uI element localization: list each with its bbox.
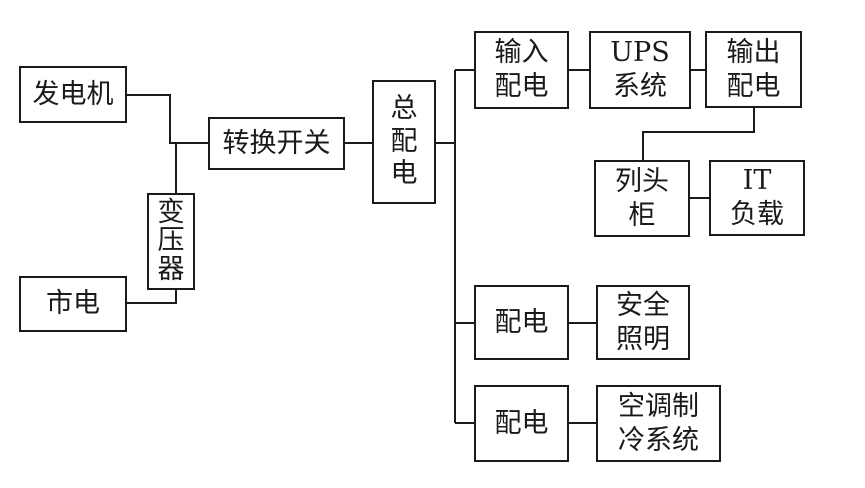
column-cabinet-label: 列头 柜 (615, 165, 669, 231)
input-distribution-label: 输入 配电 (494, 37, 549, 102)
wire-output-column (642, 108, 755, 160)
transfer-switch-box: 转换开关 (208, 117, 345, 170)
wire-grid-transformer (127, 290, 177, 304)
safety-lighting-label: 安全 照明 (616, 289, 670, 355)
output-distribution-box: 输出 配电 (705, 31, 802, 108)
cooling-distribution-box: 配电 (474, 385, 569, 462)
cooling-system-label: 空调制 冷系统 (618, 390, 699, 456)
cooling-distribution-label: 配电 (494, 407, 549, 439)
main-distribution-box: 总 配 电 (372, 80, 436, 204)
generator-label: 发电机 (32, 78, 114, 110)
ups-box: UPS 系统 (589, 31, 691, 109)
ups-label: UPS 系统 (610, 37, 670, 102)
output-distribution-label: 输出 配电 (726, 36, 781, 102)
transformer-label: 变 压 器 (157, 196, 185, 285)
safety-lighting-box: 安全 照明 (596, 285, 690, 360)
wire-generator-switch (127, 94, 208, 144)
it-load-box: IT 负载 (709, 160, 805, 236)
transfer-switch-label: 转换开关 (222, 127, 331, 159)
transformer-box: 变 压 器 (147, 193, 195, 290)
generator-box: 发电机 (19, 66, 127, 123)
cooling-system-box: 空调制 冷系统 (596, 385, 721, 462)
input-distribution-box: 输入 配电 (474, 31, 569, 109)
it-load-label: IT 负载 (730, 165, 784, 230)
main-distribution-label: 总 配 电 (390, 93, 418, 190)
grid-box: 市电 (19, 276, 127, 332)
column-cabinet-box: 列头 柜 (594, 160, 690, 237)
lighting-distribution-box: 配电 (474, 285, 569, 360)
lighting-distribution-label: 配电 (494, 306, 549, 338)
grid-label: 市电 (46, 288, 100, 320)
